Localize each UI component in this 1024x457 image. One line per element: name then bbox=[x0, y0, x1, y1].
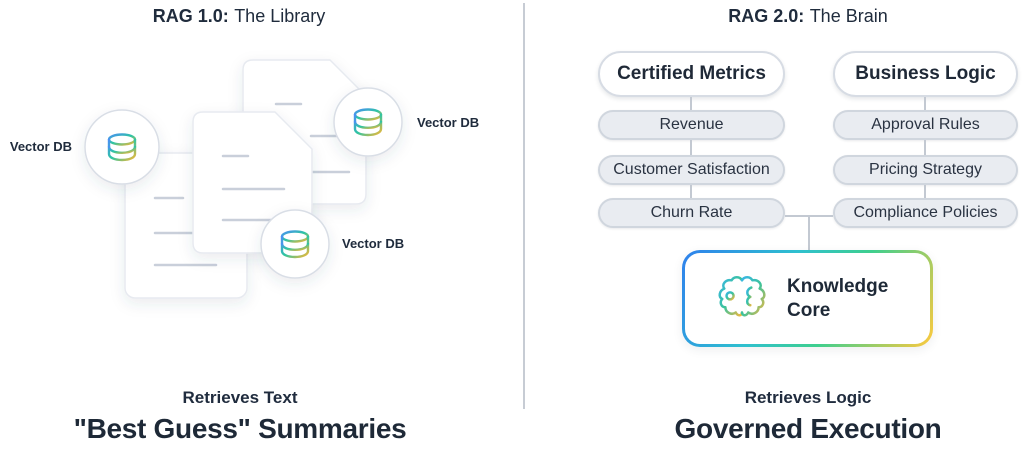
node-approval-rules: Approval Rules bbox=[833, 110, 1018, 140]
right-caption-small: Retrieves Logic bbox=[744, 388, 872, 407]
knowledge-core-line2: Core bbox=[787, 299, 831, 321]
vector-db-label-3: Vector DB bbox=[342, 236, 405, 251]
right-section-title: RAG 2.0:The Brain bbox=[552, 6, 1024, 27]
node-revenue: Revenue bbox=[598, 110, 785, 140]
connector-logic-2 bbox=[924, 140, 926, 155]
connector-metrics-3 bbox=[690, 185, 692, 198]
vector-db-circle-1 bbox=[84, 109, 160, 185]
database-icon-3 bbox=[280, 230, 310, 259]
connector-logic-1 bbox=[924, 97, 926, 110]
document-stack-illustration bbox=[84, 59, 403, 299]
vector-db-circle-3 bbox=[260, 209, 330, 279]
right-title-rest: The Brain bbox=[809, 6, 888, 26]
knowledge-core-line1: Knowledge bbox=[787, 275, 889, 297]
node-compliance-policies: Compliance Policies bbox=[833, 198, 1018, 228]
connector-metrics-2 bbox=[690, 140, 692, 155]
node-business-logic: Business Logic bbox=[833, 51, 1018, 97]
vector-db-circle-2 bbox=[333, 87, 403, 157]
left-title-strong: RAG 1.0: bbox=[152, 6, 229, 26]
right-title-strong: RAG 2.0: bbox=[728, 6, 805, 26]
connector-logic-3 bbox=[924, 185, 926, 198]
connector-metrics-1 bbox=[690, 97, 692, 110]
brain-circuit-icon bbox=[718, 275, 766, 316]
node-churn-rate: Churn Rate bbox=[598, 198, 785, 228]
vector-db-label-1: Vector DB bbox=[9, 139, 72, 154]
database-icon-2 bbox=[353, 108, 383, 137]
right-caption-large: Governed Execution bbox=[674, 413, 942, 444]
connector-to-core bbox=[808, 216, 810, 250]
node-pricing-strategy: Pricing Strategy bbox=[833, 155, 1018, 185]
node-customer-satisfaction: Customer Satisfaction bbox=[598, 155, 785, 185]
database-icon-1 bbox=[107, 133, 137, 162]
knowledge-core-label: Knowledge Core bbox=[787, 275, 888, 323]
left-title-rest: The Library bbox=[234, 6, 326, 26]
left-section-title: RAG 1.0:The Library bbox=[0, 6, 478, 27]
knowledge-core-box: Knowledge Core bbox=[682, 250, 933, 347]
section-divider bbox=[523, 3, 525, 409]
left-caption-large: "Best Guess" Summaries bbox=[73, 413, 407, 444]
node-certified-metrics: Certified Metrics bbox=[598, 51, 785, 97]
vector-db-label-2: Vector DB bbox=[417, 115, 480, 130]
left-caption-small: Retrieves Text bbox=[182, 388, 298, 407]
